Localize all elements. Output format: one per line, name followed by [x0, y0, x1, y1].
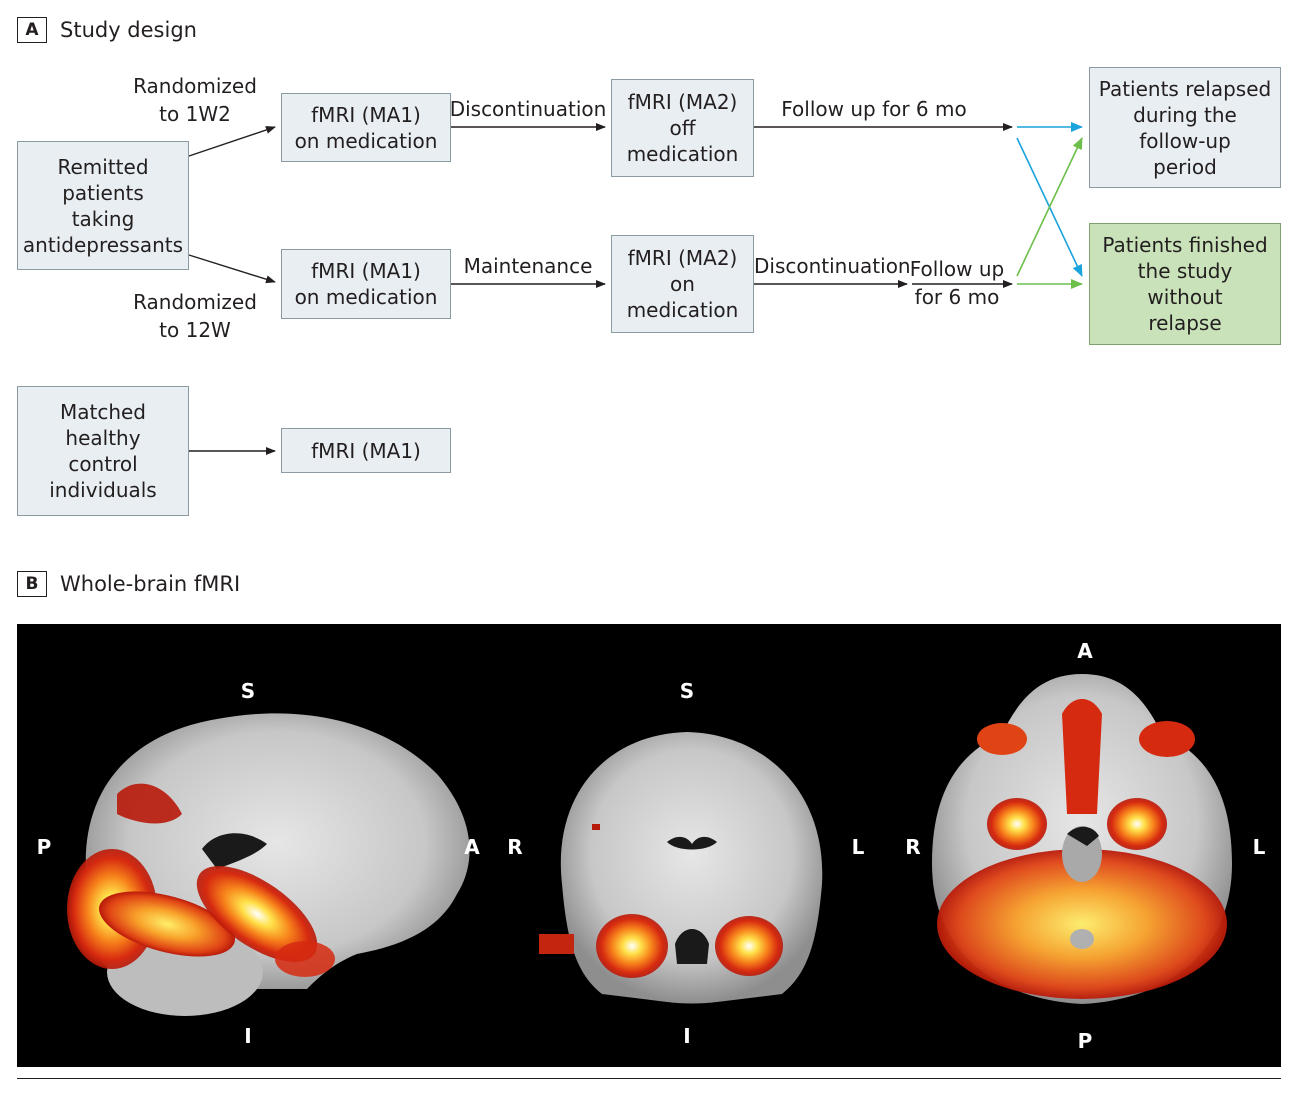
arrow-green-to-relapsed: [1016, 137, 1083, 277]
label-maintenance: Maintenance: [463, 254, 593, 278]
node-fmri-ma1-on-medication-top: fMRI (MA1) on medication: [281, 93, 451, 162]
coronal-label-left: R: [507, 835, 523, 859]
coronal-label-top: S: [679, 679, 695, 703]
axial-label-bottom: P: [1077, 1029, 1093, 1053]
axial-slice: [932, 674, 1232, 1004]
node-remitted-patients: Remitted patients taking antidepressants: [17, 141, 189, 270]
node-fmri-ma1-on-medication-bottom: fMRI (MA1) on medication: [281, 249, 451, 319]
axial-label-right: L: [1252, 835, 1266, 859]
coronal-label-bottom: I: [683, 1024, 691, 1048]
panel-b-tag: B: [17, 571, 47, 597]
node-fmri-ma2-on-medication: fMRI (MA2) on medication: [611, 235, 754, 333]
label-discontinuation-top: Discontinuation: [449, 97, 607, 121]
flow-connectors: [188, 122, 1083, 455]
arrow-remitted-to-ma1-bottom: [188, 254, 276, 284]
coronal-slice: [539, 732, 823, 1004]
sagittal-label-right: A: [464, 835, 480, 859]
arrow-remitted-to-ma1-top: [188, 126, 276, 157]
panel-a-title: Study design: [60, 18, 197, 42]
sagittal-slice: [67, 713, 470, 1016]
label-randomized-1w2: Randomized to 1W2: [133, 74, 257, 126]
bottom-rule: [17, 1078, 1281, 1079]
sagittal-label-top: S: [240, 679, 256, 703]
panel-b-title: Whole-brain fMRI: [60, 572, 241, 596]
node-fmri-ma2-off-medication: fMRI (MA2) off medication: [611, 79, 754, 177]
panel-a-tag: A: [17, 17, 47, 43]
brain-image-panel: S I P A S I R L A P R L: [17, 624, 1281, 1067]
brain-slices: [67, 674, 1232, 1016]
sagittal-label-bottom: I: [244, 1024, 252, 1048]
coronal-label-right: L: [851, 835, 865, 859]
panel-b-header: B Whole-brain fMRI: [17, 571, 240, 597]
axial-label-top: A: [1077, 639, 1093, 663]
label-randomized-12w: Randomized to 12W: [133, 290, 257, 342]
node-matched-healthy-controls: Matched healthy control individuals: [17, 386, 189, 516]
node-patients-relapsed: Patients relapsed during the follow-up p…: [1089, 67, 1281, 188]
node-patients-finished: Patients finished the study without rela…: [1089, 223, 1281, 345]
panel-a-header: A Study design: [17, 17, 197, 43]
axial-label-left: R: [905, 835, 921, 859]
label-follow-up-bottom: Follow up for 6 mo: [909, 257, 1005, 309]
label-discontinuation-bottom: Discontinuation: [754, 254, 911, 278]
node-fmri-ma1-healthy: fMRI (MA1): [281, 428, 451, 473]
sagittal-label-left: P: [36, 835, 52, 859]
label-follow-up-top: Follow up for 6 mo: [781, 97, 967, 121]
